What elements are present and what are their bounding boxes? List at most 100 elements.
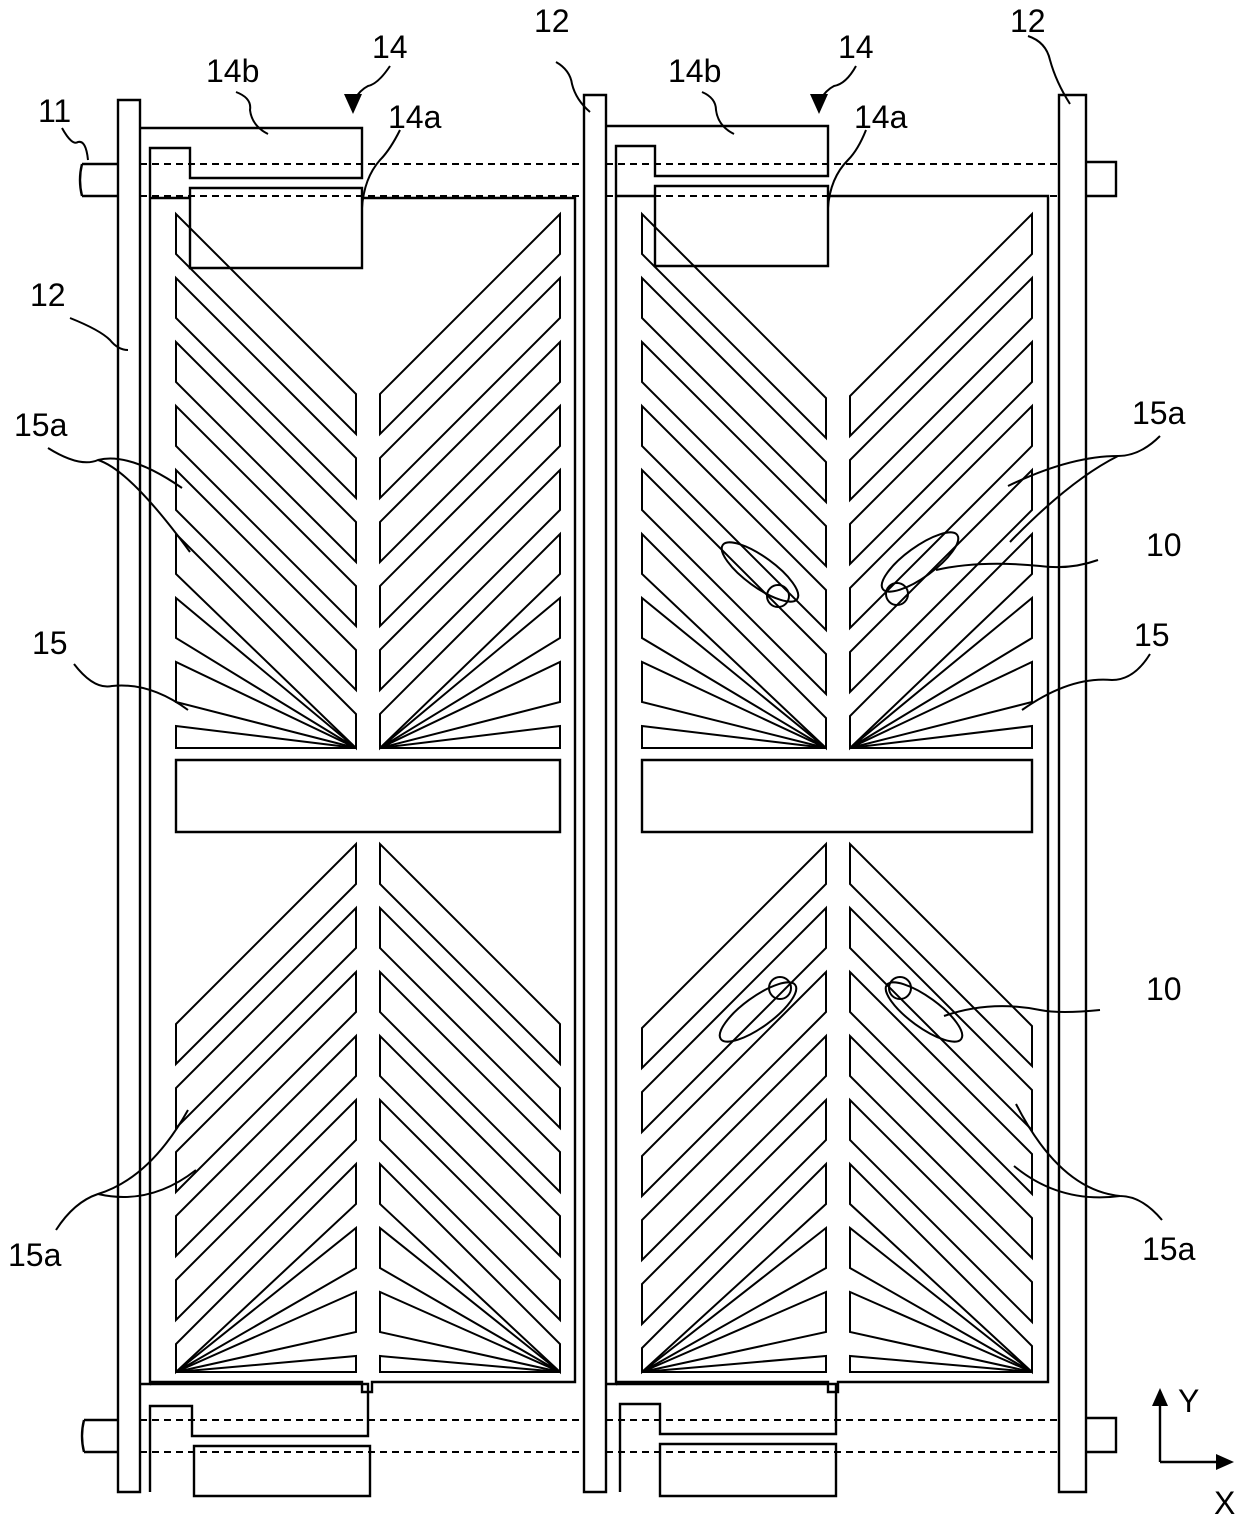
- slit: [176, 1036, 356, 1256]
- tft-next-source: [616, 1384, 836, 1492]
- leader-14b-right: [702, 92, 734, 134]
- slit: [642, 342, 826, 566]
- axis-x-label: X: [1214, 1485, 1235, 1521]
- slit: [176, 1292, 356, 1372]
- leader-12-right: [1028, 36, 1070, 104]
- liquid-crystal-molecules: [712, 523, 970, 1051]
- slit: [642, 534, 826, 748]
- label-15-left: 15: [32, 625, 68, 661]
- label-12-middle: 12: [534, 3, 570, 39]
- leader-15a-bl: [56, 1110, 188, 1230]
- slit: [850, 534, 1032, 748]
- tft-next-source: [150, 1384, 368, 1492]
- pixel-electrode-right: [616, 196, 1048, 1392]
- slit: [850, 1036, 1032, 1258]
- slit: [176, 1356, 356, 1372]
- slit: [642, 908, 826, 1132]
- label-14b-left: 14b: [206, 53, 259, 89]
- slit: [642, 1228, 826, 1372]
- slit: [380, 908, 560, 1128]
- slit: [850, 470, 1032, 692]
- slit: [380, 278, 560, 498]
- leader-10-bottom: [944, 1006, 1100, 1016]
- leader-15a-tr: [1008, 436, 1160, 486]
- label-15a-bottom-right: 15a: [1142, 1231, 1196, 1267]
- reference-labels: 11 12 12 12 14 14 14b 14b 14a 14a 15a 15…: [8, 3, 1196, 1273]
- tft-left-next-row: [150, 1384, 370, 1496]
- slits-right: [642, 214, 1032, 1372]
- axis-x-arrow: [1216, 1454, 1234, 1470]
- label-12-left: 12: [30, 277, 66, 313]
- slit: [380, 470, 560, 690]
- slit: [642, 278, 826, 502]
- slit: [642, 1100, 826, 1324]
- tft-next-gate: [194, 1446, 370, 1496]
- tft-source-14b: [140, 128, 362, 1384]
- slit: [850, 406, 1032, 628]
- slit: [380, 726, 560, 748]
- gate-line-top-head: [80, 164, 82, 196]
- slit: [176, 470, 356, 690]
- gate-lines: [80, 162, 1116, 1452]
- tft-left: [140, 128, 362, 1384]
- slit: [642, 662, 826, 748]
- lc-molecule-dot: [769, 977, 791, 999]
- slit: [176, 726, 356, 748]
- slit: [642, 1036, 826, 1260]
- label-14b-right: 14b: [668, 53, 721, 89]
- slit: [176, 1228, 356, 1372]
- data-line-right: [1059, 95, 1086, 1492]
- slit: [176, 662, 356, 748]
- slit: [380, 662, 560, 748]
- slit: [176, 214, 356, 434]
- slit: [380, 534, 560, 748]
- slit: [380, 214, 560, 434]
- slit: [380, 1228, 560, 1372]
- gate-line-top-tail: [1086, 162, 1116, 196]
- slit: [176, 534, 356, 748]
- slit: [642, 1292, 826, 1372]
- slit: [380, 1164, 560, 1372]
- label-14-left: 14: [372, 29, 408, 65]
- leader-11: [62, 128, 88, 160]
- axis-y-label: Y: [1178, 1383, 1199, 1419]
- label-15a-top-right: 15a: [1132, 395, 1186, 431]
- label-14a-left: 14a: [388, 99, 442, 135]
- leader-10-top: [936, 560, 1098, 570]
- slit: [850, 1292, 1032, 1372]
- slit: [380, 406, 560, 626]
- data-line-middle: [584, 95, 606, 1492]
- slit: [176, 844, 356, 1064]
- slit: [176, 406, 356, 626]
- arrow-14-right: [810, 94, 828, 114]
- slit: [380, 342, 560, 562]
- gate-line-bottom-head: [82, 1420, 84, 1452]
- axis-indicator: Y X: [1152, 1383, 1235, 1521]
- slit: [176, 908, 356, 1128]
- slit: [850, 214, 1032, 436]
- slit: [380, 1036, 560, 1256]
- slit: [176, 1164, 356, 1372]
- slit: [176, 972, 356, 1192]
- slit: [642, 1356, 826, 1372]
- slit: [850, 1164, 1032, 1372]
- slit: [380, 844, 560, 1064]
- tft-gate-14a: [190, 188, 362, 268]
- slit: [850, 844, 1032, 1066]
- label-10-top: 10: [1146, 527, 1182, 563]
- pixel-electrode-left: [150, 198, 575, 1392]
- leader-15a-br: [1016, 1104, 1162, 1220]
- label-12-right: 12: [1010, 3, 1046, 39]
- slit: [380, 1356, 560, 1372]
- leader-12-left: [70, 318, 128, 350]
- arrow-14-left: [344, 94, 362, 114]
- slit: [176, 278, 356, 498]
- label-14a-right: 14a: [854, 99, 908, 135]
- gate-line-bottom-tail: [1086, 1418, 1116, 1452]
- data-line-left: [118, 100, 140, 1492]
- slit: [850, 1356, 1032, 1372]
- leader-15a-bl2: [98, 1170, 196, 1197]
- slit: [850, 726, 1032, 748]
- slit: [850, 662, 1032, 748]
